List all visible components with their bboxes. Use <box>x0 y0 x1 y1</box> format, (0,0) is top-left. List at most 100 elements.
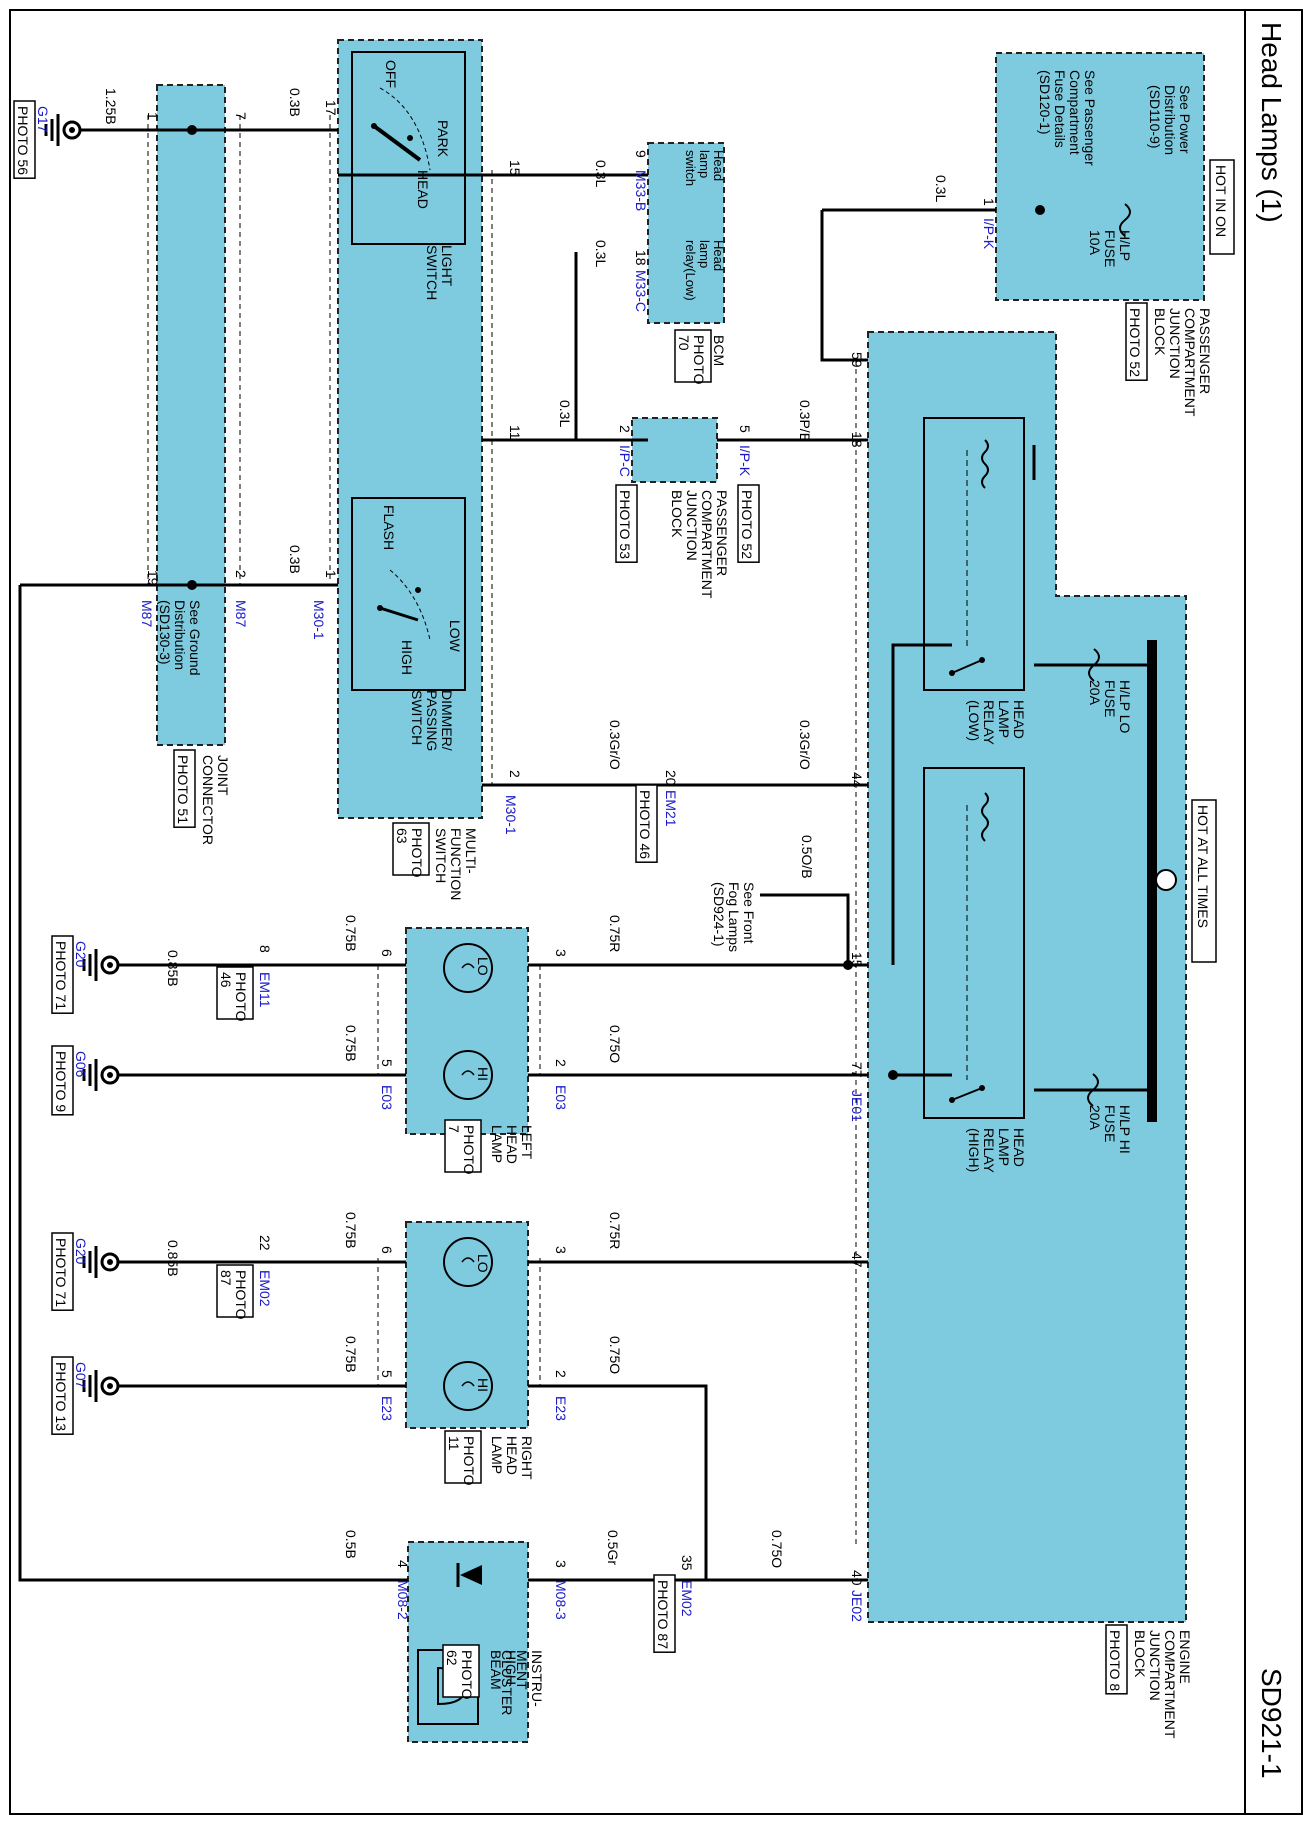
conn-label: EM11 <box>257 972 273 1008</box>
relay-high-box <box>923 767 1025 1119</box>
pos-high-line: HIGH <box>399 640 415 675</box>
pin: 2 <box>233 570 249 578</box>
ground-icon <box>82 1246 120 1278</box>
conn-label-line: EM02 <box>257 1270 273 1307</box>
pos-low-line: LOW <box>447 620 463 653</box>
left_head_lamp-photo-line: 7 <box>446 1125 462 1133</box>
bcm-name: BCM <box>711 335 727 366</box>
pin-line: 15 <box>849 952 865 968</box>
conn-label-line: EM11 <box>257 972 273 1008</box>
ground-photo: PHOTO 13 <box>51 1356 74 1435</box>
fuse-lo-label-line: H/LP LO <box>1117 680 1133 734</box>
wire-label: 0.5B <box>343 1530 359 1559</box>
bcm-func-b-line: lamp <box>697 240 712 268</box>
joint-connector-photo-box <box>173 749 196 828</box>
joint-connector-name-line: CONNECTOR <box>200 755 216 845</box>
bcm-photo-box <box>674 329 712 383</box>
fuse-hi-label-line: H/LP HI <box>1117 1105 1133 1154</box>
fuse-hi-label-line: FUSE <box>1102 1105 1118 1142</box>
ground-photo-line: PHOTO 71 <box>53 1238 69 1307</box>
conn-label-line: I/P-K <box>981 218 997 250</box>
page-title: Head Lamps (1) <box>1256 22 1287 223</box>
wire-label-line: 0.75B <box>343 1336 359 1373</box>
fog-note-line: (SD924-1) <box>711 882 727 947</box>
relay-high-label-line: RELAY <box>981 1128 997 1174</box>
wire-label: 0.75R <box>607 915 623 952</box>
conn-label-line: E23 <box>553 1396 569 1421</box>
conn-label: M33-C <box>633 270 649 312</box>
passenger-jb-top-photo-line: PHOTO 52 <box>1127 308 1143 377</box>
hot-bus-bar <box>1147 640 1157 1122</box>
relay-low <box>923 417 1025 691</box>
ground-photo-line: PHOTO 56 <box>15 106 31 175</box>
engine-jb-name-line: COMPARTMENT <box>1162 1630 1178 1739</box>
pin: 44 <box>849 772 865 788</box>
wire-label: 0.85B <box>165 950 181 987</box>
light-switch-label-line: SWITCH <box>424 245 440 300</box>
bcm-name-line: BCM <box>711 335 727 366</box>
wire-label-line: 0.3L <box>933 175 949 202</box>
pin: 17 <box>323 100 339 116</box>
hot-at-all-times-label: HOT AT ALL TIMES <box>1195 805 1211 928</box>
conn-label: EM02 <box>257 1270 273 1307</box>
ground-id: G06 <box>73 1051 89 1078</box>
wire-label-line: 0.3P/B <box>797 400 813 442</box>
pin: 5 <box>379 1370 395 1378</box>
conn-label: E23 <box>379 1396 395 1421</box>
conn-label: M30-1 <box>311 600 327 640</box>
conn-label: M87 <box>139 600 155 627</box>
pin: 18 <box>633 250 649 266</box>
passenger-jb-mid-name-line: PASSENGER <box>714 490 730 576</box>
lamp-lo-label: LO <box>475 957 491 976</box>
relay-low-label-line: HEAD <box>1011 700 1027 739</box>
em21-photo-line: PHOTO 46 <box>637 790 653 859</box>
led-icon <box>456 1563 482 1587</box>
em11-photo-line: PHOTO <box>233 972 249 1022</box>
power-note-line: See Power <box>1177 85 1193 154</box>
light-switch-frame <box>351 51 466 245</box>
ground-photo-line: PHOTO 13 <box>53 1362 69 1431</box>
ground-photo-box <box>51 1045 74 1116</box>
pin-line: 2 <box>553 1059 569 1067</box>
pin-line: 11 <box>507 425 523 440</box>
conn-label-line: EM02 <box>679 1580 695 1617</box>
left_head_lamp-name-line: LAMP <box>489 1125 505 1163</box>
passenger-jb-top-photo-box <box>1125 302 1148 381</box>
conn-label-line: M87 <box>139 600 155 627</box>
pin: 15 <box>849 952 865 968</box>
mfs-photo-box <box>392 822 430 876</box>
wire-label: 0.3B <box>287 88 303 117</box>
pin-line: 44 <box>849 772 865 788</box>
fuse-lo-label-line: FUSE <box>1102 680 1118 717</box>
wire-label: 0.3B <box>287 545 303 574</box>
pin-line: 5 <box>379 1370 395 1378</box>
pos-off-line: OFF <box>383 60 399 88</box>
pos-park: PARK <box>435 120 451 158</box>
left_head_lamp-photo-box <box>444 1119 482 1173</box>
fog-note-line: See Front <box>741 882 757 944</box>
bcm-func-a-line: switch <box>683 150 698 186</box>
conn-label-line: JE01 <box>849 1090 865 1122</box>
relay-low-label-line: (LOW) <box>966 700 982 741</box>
pin-line: 4 <box>395 1560 411 1568</box>
high-beam-label-line: HIGH <box>503 1650 519 1685</box>
wire-label-line: 0.75B <box>343 915 359 952</box>
mfs-photo-line: 63 <box>394 828 410 844</box>
conn-label-line: EM21 <box>663 790 679 827</box>
em11-photo-box <box>216 966 254 1020</box>
light-switch-label-line: LIGHT <box>439 245 455 287</box>
wire-label: 0.3L <box>593 240 609 267</box>
dimmer-switch-contacts <box>377 569 431 641</box>
ground-id-line: G20 <box>73 941 89 968</box>
ground-note-line: See Ground <box>187 600 203 676</box>
joint-connector-photo-line: PHOTO 51 <box>175 755 191 824</box>
conn-label-line: E23 <box>379 1396 395 1421</box>
conn-label-line: M30-1 <box>311 600 327 640</box>
ground-id-line: G06 <box>73 1051 89 1078</box>
